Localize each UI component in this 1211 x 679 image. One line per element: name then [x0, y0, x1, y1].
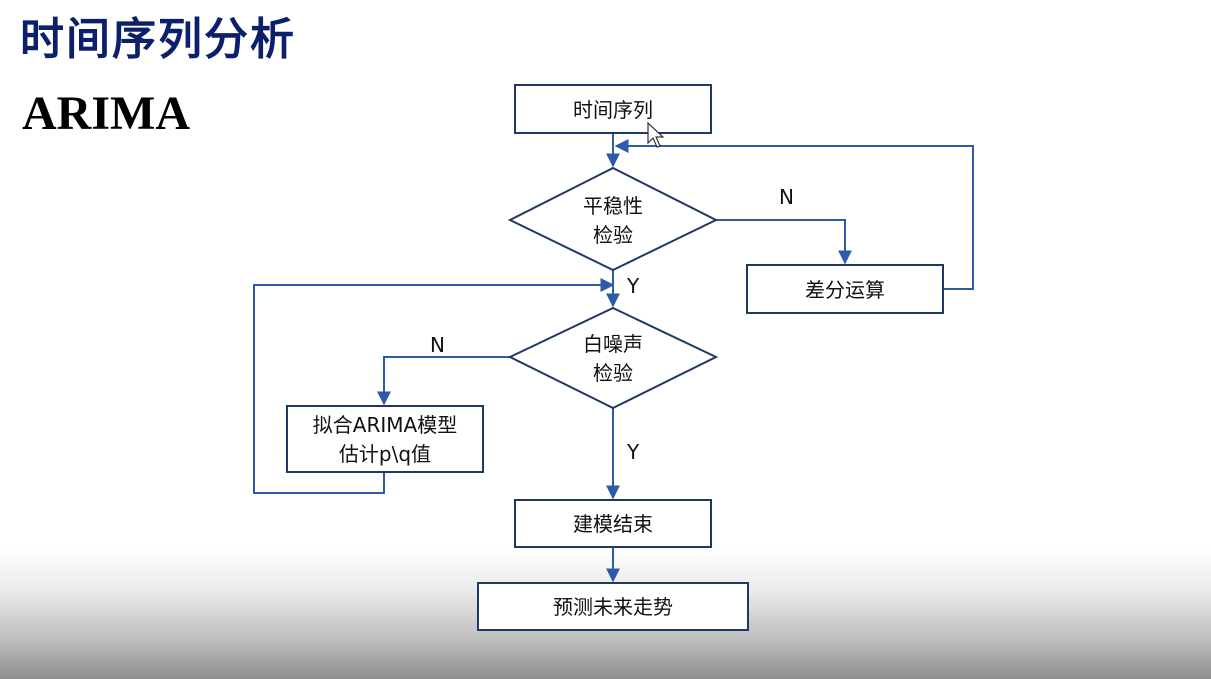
node-time-series-label: 时间序列	[573, 98, 653, 122]
node-fit-model-label-2: 估计p\q值	[339, 442, 431, 466]
branch-label-white-noise-no: N	[430, 333, 445, 357]
node-fit-model: 拟合ARIMA模型 估计p\q值	[286, 405, 484, 473]
node-difference: 差分运算	[746, 264, 944, 314]
branch-label-stationarity-no: N	[779, 185, 794, 209]
node-white-noise-label-2: 检验	[593, 361, 633, 385]
node-fit-model-label-1: 拟合ARIMA模型	[313, 413, 457, 437]
mouse-pointer-icon	[647, 121, 665, 148]
slide-title: 时间序列分析	[20, 14, 296, 65]
node-modeling-done-label: 建模结束	[573, 512, 653, 536]
branch-label-stationarity-yes: Y	[626, 274, 640, 298]
node-stationarity-test: 平稳性 检验	[507, 166, 719, 272]
connectors	[253, 133, 974, 583]
node-difference-label: 差分运算	[805, 278, 885, 302]
node-white-noise-test: 白噪声 检验	[507, 306, 719, 410]
node-stationarity-label-2: 检验	[593, 223, 633, 247]
node-forecast: 预测未来走势	[477, 582, 749, 631]
node-time-series: 时间序列	[514, 84, 712, 134]
node-forecast-label: 预测未来走势	[553, 595, 673, 619]
node-modeling-done: 建模结束	[514, 499, 712, 548]
edge-whitenoise-no-to-fit	[377, 356, 510, 406]
edge-fit-loop-back	[253, 278, 615, 494]
branch-label-white-noise-yes: Y	[626, 440, 640, 464]
node-white-noise-label-1: 白噪声	[583, 332, 643, 356]
edge-difference-back-to-top	[614, 139, 974, 290]
node-stationarity-label-1: 平稳性	[583, 194, 643, 218]
slide-subtitle: ARIMA	[22, 87, 190, 140]
edge-stationarity-no-to-difference	[716, 219, 852, 265]
